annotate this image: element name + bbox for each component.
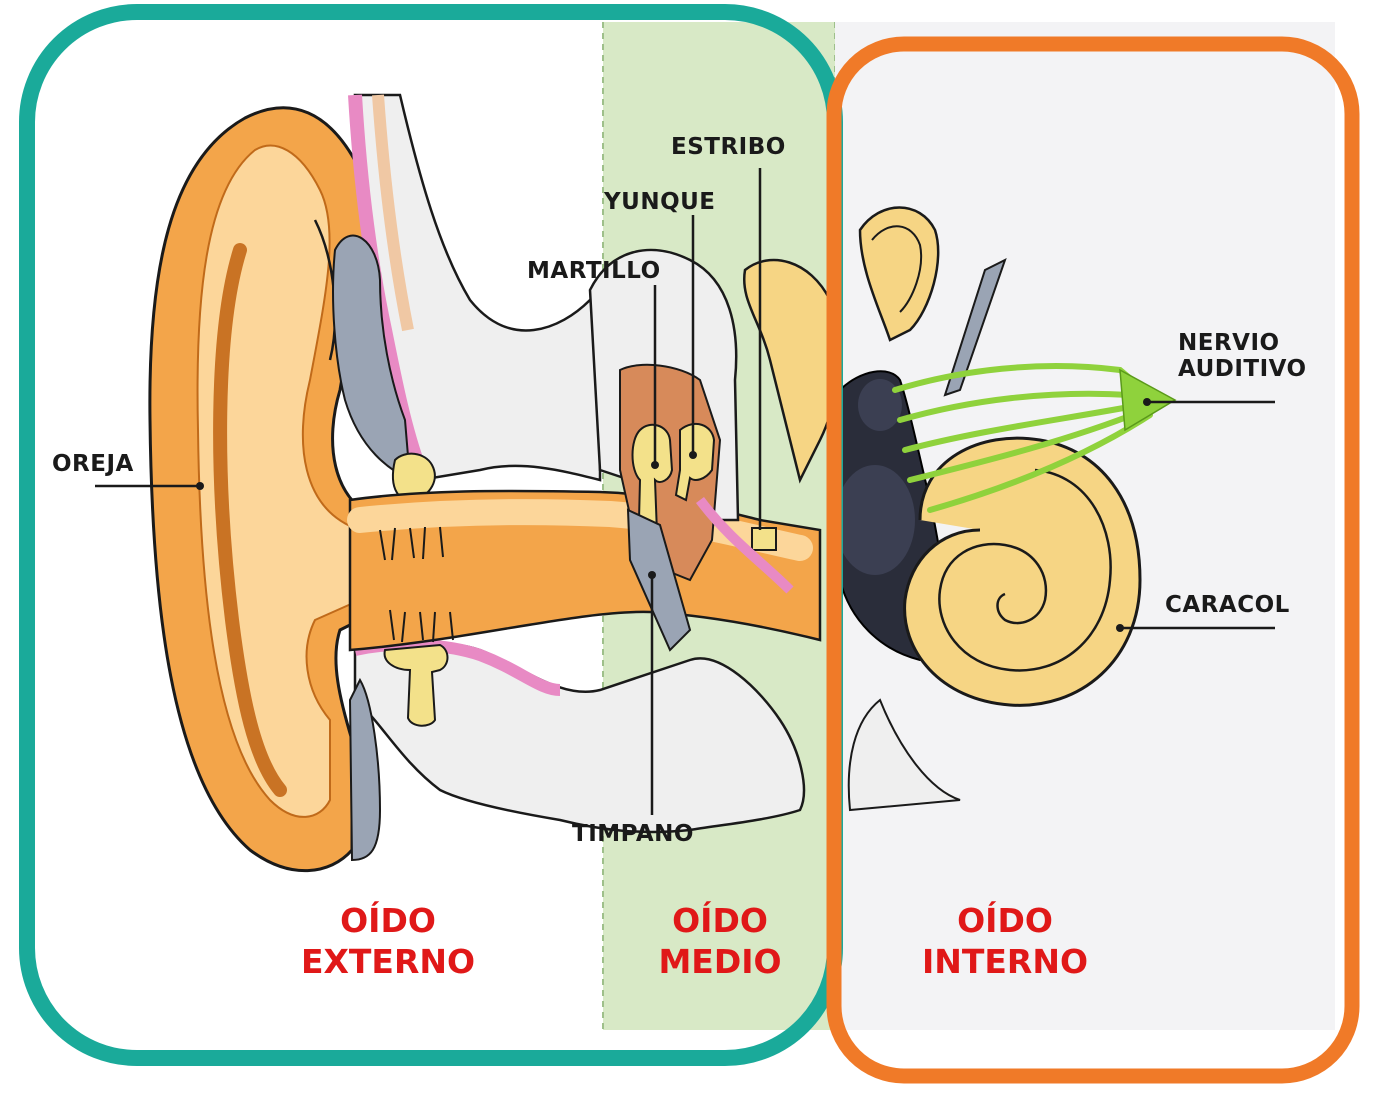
label-nervio-auditivo: NERVIO AUDITIVO <box>1178 330 1307 383</box>
label-caracol: CARACOL <box>1165 592 1290 618</box>
label-nervio-line2: AUDITIVO <box>1178 356 1307 382</box>
label-martillo: MARTILLO <box>527 258 661 284</box>
label-nervio-line1: NERVIO <box>1178 330 1307 356</box>
region-externo-line1: OÍDO <box>283 900 493 941</box>
auricle-illustration <box>150 108 380 871</box>
label-yunque: YUNQUE <box>604 189 716 215</box>
label-estribo: ESTRIBO <box>671 134 786 160</box>
region-externo-line2: EXTERNO <box>283 941 493 982</box>
label-timpano: TIMPANO <box>572 821 694 847</box>
region-interno-line2: INTERNO <box>900 941 1110 982</box>
region-oido-medio: OÍDO MEDIO <box>630 900 810 983</box>
region-interno-line1: OÍDO <box>900 900 1110 941</box>
region-medio-line1: OÍDO <box>630 900 810 941</box>
label-oreja: OREJA <box>52 451 134 477</box>
region-medio-line2: MEDIO <box>630 941 810 982</box>
region-oido-interno: OÍDO INTERNO <box>900 900 1110 983</box>
region-oido-externo: OÍDO EXTERNO <box>283 900 493 983</box>
